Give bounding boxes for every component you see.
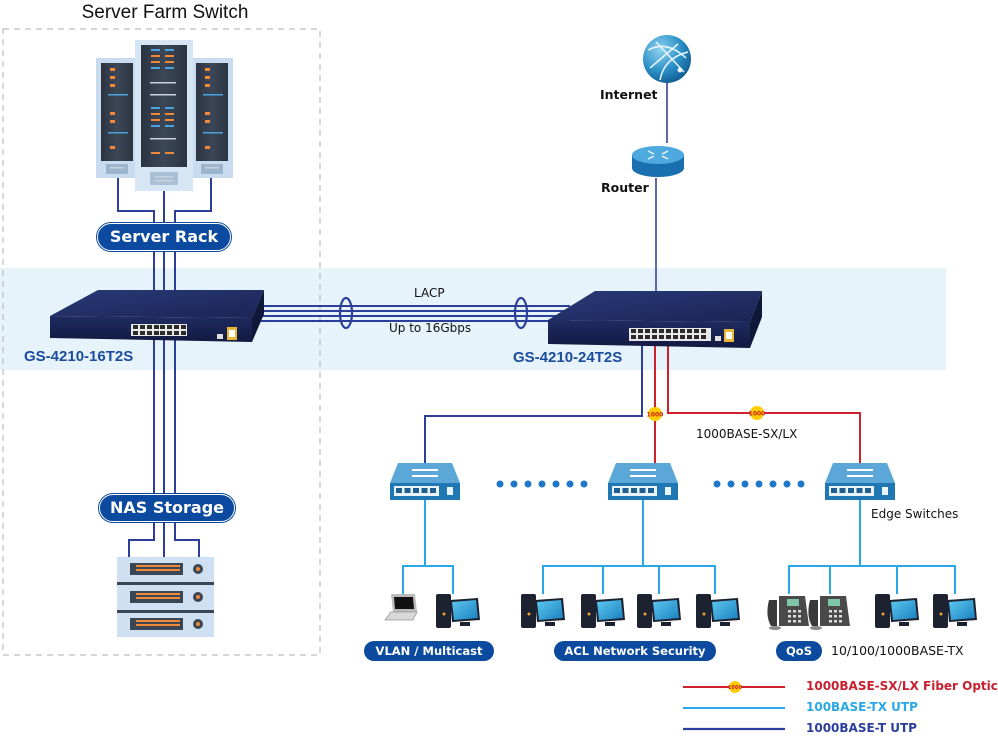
desktop-pc-icon — [637, 594, 681, 628]
lacp-bundle-ring-left — [338, 296, 354, 330]
server-rack-pill: Server Rack — [97, 223, 231, 251]
feature-acl-security: ACL Network Security — [554, 641, 716, 661]
laptop-icon — [384, 594, 418, 621]
svg-text:1000: 1000 — [728, 685, 742, 691]
router-icon — [632, 146, 684, 177]
diagram-title: Server Farm Switch — [81, 2, 249, 23]
legend-fiber-label: 1000BASE-SX/LX Fiber Optic — [806, 679, 998, 693]
access-speed-label: 10/100/1000BASE-TX — [831, 643, 964, 658]
lacp-bundle-ring-right — [513, 296, 529, 330]
desktop-pc-icon — [875, 594, 919, 628]
legend-100base-label: 100BASE-TX UTP — [806, 700, 918, 714]
edge-switches-label: Edge Switches — [871, 507, 959, 521]
ip-phone-icon — [808, 596, 850, 630]
fiber-badge-icon: 1000 — [749, 406, 766, 420]
legend-fiber-line: 1000 — [683, 681, 785, 693]
desktop-pc-icon — [933, 594, 977, 628]
nas-storage-icon — [117, 557, 214, 637]
lacp-trunk — [258, 305, 570, 322]
gs-4210-16t2s-switch-icon — [50, 290, 264, 342]
fiber-link-label: 1000BASE-SX/LX — [696, 427, 798, 441]
lacp-label: LACP — [414, 286, 445, 300]
legend-1000base-label: 1000BASE-T UTP — [806, 721, 917, 735]
access-links — [402, 500, 956, 594]
svg-text:1000: 1000 — [749, 411, 766, 418]
internet-label: Internet — [600, 87, 658, 102]
desktop-pc-icon — [436, 594, 480, 628]
internet-globe-icon — [643, 35, 691, 83]
gs-4210-24t2s-switch-icon — [548, 291, 762, 348]
left-switch-model: GS-4210-16T2S — [24, 348, 134, 365]
fiber-badge-icon: 1000 — [647, 407, 664, 421]
svg-text:1000: 1000 — [647, 412, 664, 419]
desktop-pc-icon — [696, 594, 740, 628]
server-farm-boundary — [2, 28, 321, 656]
edge-switch-icon — [825, 463, 895, 500]
server-rack-icon — [96, 40, 233, 191]
more-switches-ellipsis — [496, 480, 588, 488]
nas-links — [128, 340, 200, 557]
more-switches-ellipsis — [713, 480, 805, 488]
lacp-speed-label: Up to 16Gbps — [389, 321, 472, 335]
edge-switch-icon — [390, 463, 460, 500]
copper-uplink-edge-1 — [424, 340, 643, 463]
router-label: Router — [601, 180, 649, 195]
edge-switch-icon — [608, 463, 678, 500]
feature-qos: QoS — [776, 641, 822, 661]
desktop-pc-icon — [521, 594, 565, 628]
desktop-pc-icon — [581, 594, 625, 628]
feature-vlan-multicast: VLAN / Multicast — [364, 641, 494, 661]
right-switch-model: GS-4210-24T2S — [513, 349, 623, 366]
nas-storage-pill: NAS Storage — [99, 494, 235, 522]
ip-phone-icon — [767, 596, 809, 630]
